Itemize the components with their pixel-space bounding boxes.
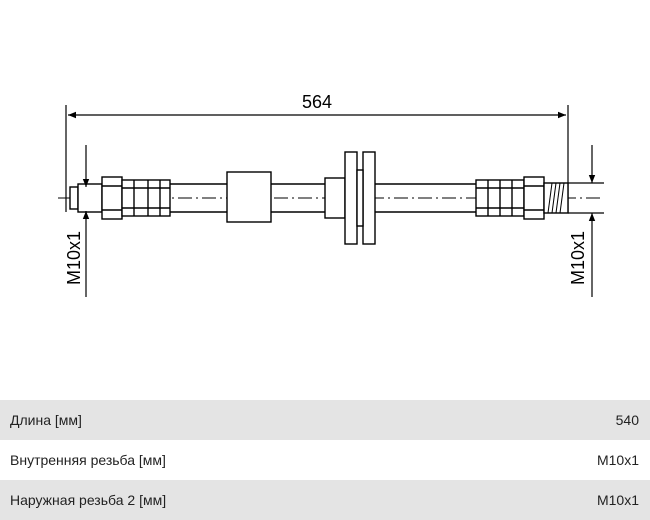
bracket-groove [356, 169, 364, 227]
right-thread-socket [543, 182, 569, 214]
right-nut [523, 176, 545, 220]
bracket-flange-left [344, 151, 358, 245]
spec-value: M10x1 [596, 492, 639, 508]
length-dimension-label: 564 [302, 92, 332, 112]
protective-sleeve [226, 171, 272, 223]
spec-label: Наружная резьба 2 [мм] [10, 492, 167, 508]
spec-table: Длина [мм] 540 Внутренняя резьба [мм] M1… [0, 400, 650, 520]
spec-value: 540 [615, 412, 639, 428]
right-thread-hatching [547, 182, 565, 214]
spec-row-internal-thread: Внутренняя резьба [мм] M10x1 [0, 440, 650, 480]
left-thread-tip [69, 186, 79, 210]
right-thread-label: M10x1 [568, 231, 588, 285]
spec-label: Внутренняя резьба [мм] [10, 452, 166, 468]
right-thread-dimension [568, 145, 604, 297]
left-thread-nipple [77, 183, 103, 213]
hose-body [69, 151, 569, 245]
spec-row-length: Длина [мм] 540 [0, 400, 650, 440]
bracket-collar [324, 177, 346, 219]
spec-value: M10x1 [596, 452, 639, 468]
hose-drawing: 564 [58, 92, 604, 297]
left-nut [101, 176, 123, 220]
left-crimp-sleeve [121, 179, 171, 217]
bracket-flange-right [362, 151, 376, 245]
spec-row-external-thread: Наружная резьба 2 [мм] M10x1 [0, 480, 650, 520]
spec-label: Длина [мм] [10, 412, 82, 428]
left-thread-label: M10x1 [64, 231, 84, 285]
